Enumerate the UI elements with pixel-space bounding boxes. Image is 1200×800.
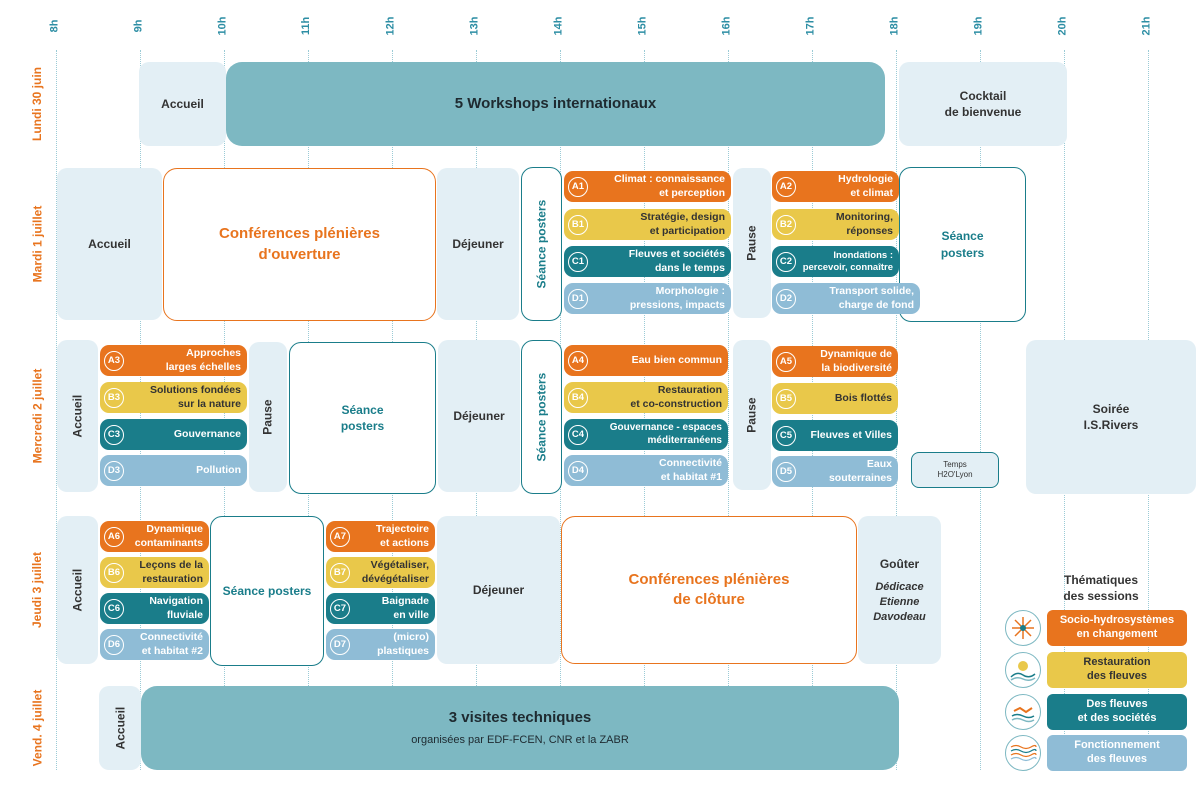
hour-label: 8h (48, 19, 60, 33)
hour-gridline (728, 50, 729, 770)
hour-label: 12h (384, 16, 396, 36)
climate-snowflake-icon (1005, 610, 1041, 646)
day-label-thursday: Jeudi 3 juillet (30, 551, 44, 629)
thursday-poster-session: Séance posters (210, 516, 324, 666)
wednesday-dejeuner: Déjeuner (438, 340, 520, 492)
day-label-friday: Vend. 4 juillet (30, 689, 44, 767)
hour-label: 20h (1056, 16, 1068, 36)
hour-label: 13h (468, 16, 480, 36)
tuesday-pause: Pause (733, 168, 771, 318)
landscape-sun-icon (1005, 652, 1041, 688)
wednesday-pause-afternoon: Pause (733, 340, 771, 490)
hour-label: 15h (636, 16, 648, 36)
hour-label: 14h (552, 16, 564, 36)
thursday-dejeuner: Déjeuner (437, 516, 560, 664)
hour-gridline (896, 50, 897, 770)
tuesday-poster-session-vertical: Séance posters (521, 167, 562, 321)
tuesday-dejeuner: Déjeuner (437, 168, 519, 320)
wednesday-accueil: Accueil (57, 340, 98, 492)
hour-label: 11h (299, 16, 312, 36)
wednesday-poster-session-vertical: Séance posters (521, 340, 562, 494)
friday-accueil: Accueil (99, 686, 141, 770)
river-waves-icon (1005, 735, 1041, 771)
monday-workshops: 5 Workshops internationaux (226, 62, 885, 146)
hour-label: 16h (720, 16, 732, 36)
day-label-monday: Lundi 30 juin (30, 67, 44, 141)
hour-label: 19h (972, 16, 984, 36)
tuesday-accueil: Accueil (57, 168, 162, 320)
session-D7: D7(micro)plastiques (326, 629, 435, 660)
hour-gridline (56, 50, 57, 770)
wednesday-pause-morning: Pause (249, 342, 287, 492)
hour-label: 17h (804, 16, 816, 36)
day-label-wednesday: Mercredi 2 juillet (30, 368, 45, 464)
hour-gridline (980, 50, 981, 770)
hour-label: 18h (888, 16, 900, 36)
hour-label: 10h (216, 16, 228, 36)
hour-label: 21h (1140, 16, 1152, 36)
thursday-accueil: Accueil (57, 516, 98, 664)
monday-accueil: Accueil (139, 62, 226, 146)
hour-label: 9h (132, 19, 144, 33)
day-label-tuesday: Mardi 1 juillet (30, 205, 44, 283)
handshake-waves-icon (1005, 694, 1041, 730)
